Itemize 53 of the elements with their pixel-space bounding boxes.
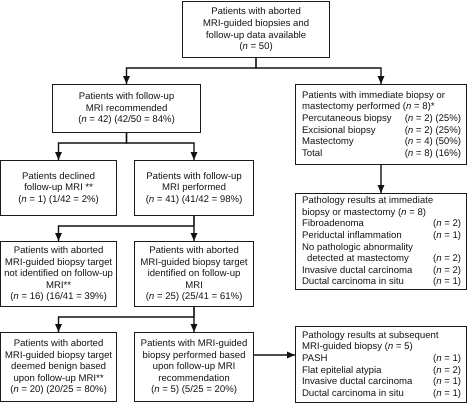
row-value: (n = 8) (16%) (404, 148, 461, 160)
row-value: (n = 2) (25%) (404, 112, 461, 124)
row-value: (n = 2) (432, 218, 461, 230)
row-label: Mastectomy (302, 136, 355, 148)
flow-box (0, 332, 117, 402)
flow-box (134, 332, 254, 402)
row-label: Ductal carcinoma in situ (302, 276, 405, 288)
row-label: Total (302, 148, 324, 160)
flow-box (295, 326, 467, 403)
count-text: (n = 1) (1/42 = 2%) (18, 194, 99, 206)
row-value: (n = 1) (432, 230, 461, 242)
count-text: (n = 5) (5/25 = 20%) (151, 384, 237, 396)
flow-box (0, 241, 117, 307)
arrow (254, 352, 295, 358)
count-text: (n = 16) (16/41 = 39%) (10, 291, 107, 303)
arrow (255, 58, 384, 84)
count-text: (n = 50) (239, 41, 273, 53)
row-label: Invasive ductal carcinoma (302, 264, 414, 276)
row-value: (n = 1) (432, 388, 461, 400)
flow-box (134, 160, 254, 216)
row-label: Percutaneous biopsy (302, 112, 393, 124)
arrow (126, 133, 198, 160)
row-value: (n = 1) (432, 352, 461, 364)
row-value: (n = 2) (432, 364, 461, 376)
count-text: (n = 42) (42/50 = 84%) (78, 114, 175, 126)
row-value: (n = 2) (25%) (404, 124, 461, 136)
row-value: (n = 2) (432, 253, 461, 265)
box-heading: Pathology results at immediate biopsy or mastectomy (n = 8) (302, 195, 434, 218)
row-label: Invasive ductal carcinoma (302, 376, 414, 388)
row-label: Periductal inflammation (302, 230, 403, 242)
flow-box (182, 1, 330, 58)
arrow (378, 165, 384, 193)
flow-box (134, 241, 254, 307)
row-label: Excisional biopsy (302, 124, 377, 136)
count-text: (n = 20) (20/25 = 80%) (10, 384, 107, 396)
row-value: (n = 2) (432, 264, 461, 276)
arrow (190, 216, 198, 241)
flow-box (52, 84, 201, 133)
row-label: Flat epitelial atypia (302, 364, 382, 376)
count-text: (n = 41) (41/42 = 98%) (146, 194, 242, 206)
flow-box (295, 84, 467, 165)
flow-box (295, 193, 467, 290)
row-label: Fibroadenoma (302, 218, 365, 230)
row-value: (n = 4) (50%) (404, 136, 461, 148)
box-heading: Pathology results at subsequent MRI-guided biopsy (n = 5) (302, 330, 440, 353)
row-label: No pathologic abnormality detected at mastectomy (302, 242, 414, 265)
flow-box (0, 160, 117, 216)
row-value: (n = 1) (432, 276, 461, 288)
row-label: PASH (302, 352, 328, 364)
row-value: (n = 1) (432, 376, 461, 388)
count-text: (n = 25) (25/41 = 61%) (146, 291, 242, 303)
row-label: Ductal carcinoma in situ (302, 388, 405, 400)
arrow (190, 307, 198, 332)
